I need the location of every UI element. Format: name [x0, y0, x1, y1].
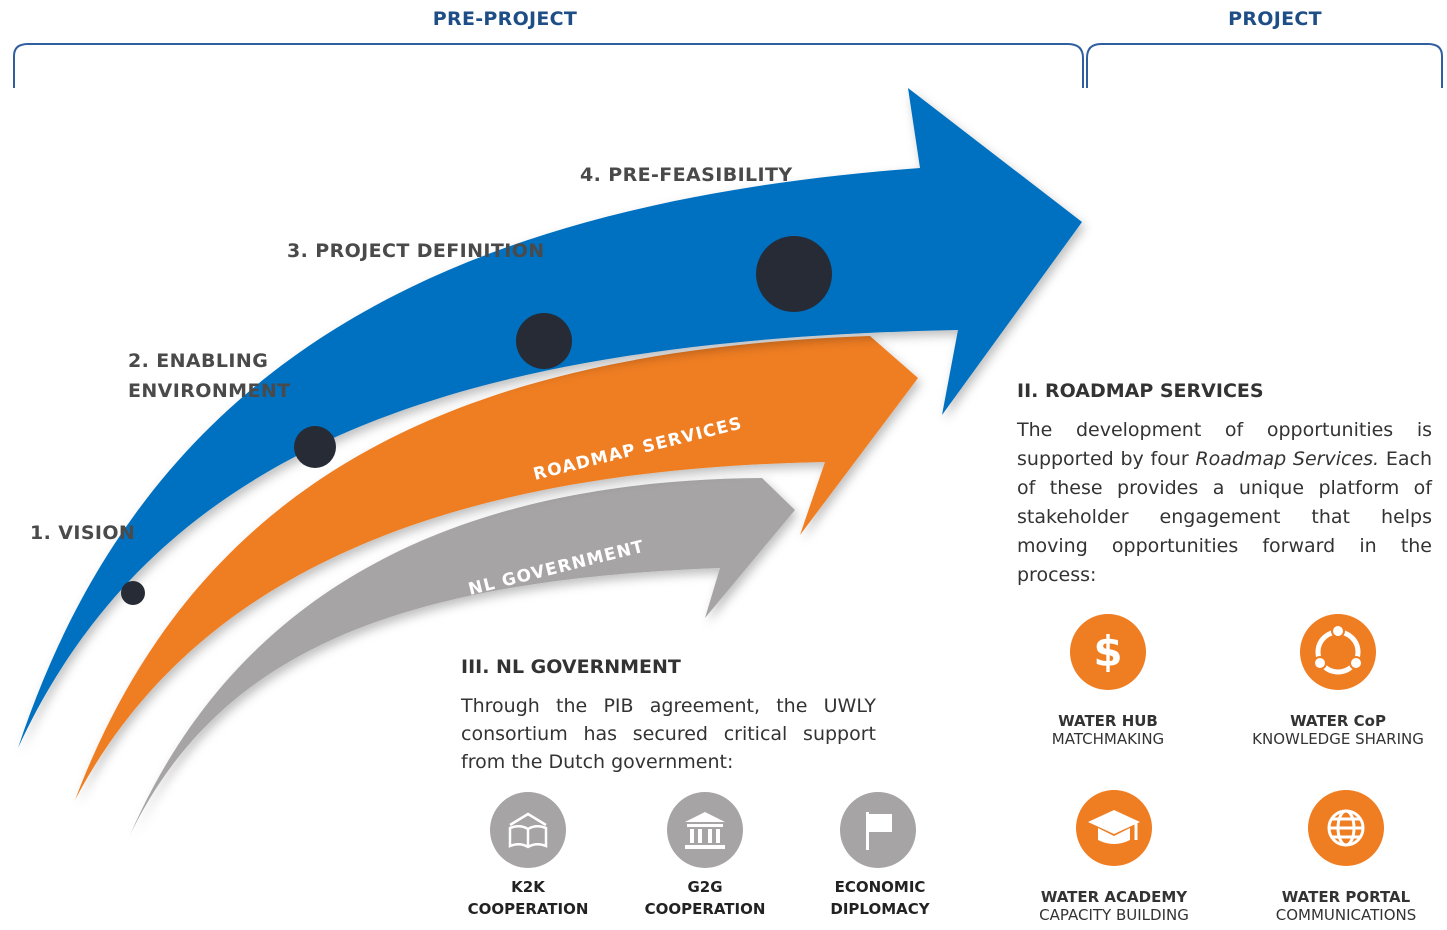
- step-enabling-line1: 2. ENABLING: [128, 350, 269, 372]
- water-cop-icon: [1300, 614, 1376, 690]
- g2g-line2: COOPERATION: [644, 900, 766, 918]
- economic-diplomacy-line2: DIPLOMACY: [830, 900, 930, 918]
- roadmap-text-2: Each of these provides a unique platform…: [1017, 448, 1432, 586]
- roadmap-text-1: The development of opportunities is supp…: [1017, 419, 1432, 470]
- roadmap-text-italic: Roadmap Services.: [1195, 448, 1380, 470]
- step-project-definition: 3. PROJECT DEFINITION: [287, 240, 545, 262]
- water-academy-icon: [1076, 790, 1152, 866]
- feasibility-dot: [756, 236, 832, 312]
- roadmap-title: II. ROADMAP SERVICES: [1017, 380, 1264, 402]
- roadmap-description: The development of opportunities is supp…: [1017, 416, 1432, 590]
- water-hub-icon: $: [1070, 614, 1146, 690]
- g2g-icon: [667, 792, 743, 868]
- k2k-line1: K2K: [511, 878, 545, 896]
- g2g-caption: G2G COOPERATION: [625, 876, 785, 920]
- pre-project-label: PRE-PROJECT: [432, 8, 578, 30]
- water-cop-desc: KNOWLEDGE SHARING: [1252, 730, 1424, 748]
- water-hub-desc: MATCHMAKING: [1051, 730, 1165, 748]
- water-cop-caption: WATER CoP KNOWLEDGE SHARING: [1230, 712, 1446, 748]
- pre-project-bracket: [13, 43, 1084, 88]
- water-academy-name: WATER ACADEMY: [1040, 888, 1188, 906]
- water-academy-caption: WATER ACADEMY CAPACITY BUILDING: [1016, 888, 1212, 924]
- water-portal-icon: [1308, 790, 1384, 866]
- enabling-dot: [294, 426, 336, 468]
- water-portal-name: WATER PORTAL: [1281, 888, 1411, 906]
- water-academy-desc: CAPACITY BUILDING: [1039, 906, 1189, 924]
- phase-brackets: [13, 43, 1443, 88]
- economic-diplomacy-icon: [840, 792, 916, 868]
- water-hub-name: WATER HUB: [1058, 712, 1158, 730]
- water-cop-name: WATER CoP: [1290, 712, 1386, 730]
- k2k-line2: COOPERATION: [467, 900, 589, 918]
- svg-text:$: $: [1093, 627, 1122, 676]
- nl-government-description: Through the PIB agreement, the UWLY cons…: [461, 695, 876, 773]
- economic-diplomacy-caption: ECONOMIC DIPLOMACY: [800, 876, 960, 920]
- nl-government-title: III. NL GOVERNMENT: [461, 656, 681, 678]
- water-hub-caption: WATER HUB MATCHMAKING: [1010, 712, 1206, 748]
- g2g-line1: G2G: [687, 878, 723, 896]
- nl-government-arrow: [130, 478, 795, 835]
- k2k-caption: K2K COOPERATION: [448, 876, 608, 920]
- roadmap-services-arrow: [75, 336, 918, 800]
- water-portal-caption: WATER PORTAL COMMUNICATIONS: [1248, 888, 1444, 924]
- definition-dot: [516, 313, 572, 369]
- economic-diplomacy-line1: ECONOMIC: [834, 878, 926, 896]
- step-vision: 1. VISION: [30, 522, 136, 544]
- project-bracket: [1086, 43, 1443, 88]
- water-portal-desc: COMMUNICATIONS: [1275, 906, 1417, 924]
- step-pre-feasibility: 4. PRE-FEASIBILITY: [580, 164, 793, 186]
- k2k-icon: [490, 792, 566, 868]
- project-label: PROJECT: [1228, 8, 1322, 30]
- step-enabling-line2: ENVIRONMENT: [128, 380, 291, 402]
- vision-dot: [121, 581, 145, 605]
